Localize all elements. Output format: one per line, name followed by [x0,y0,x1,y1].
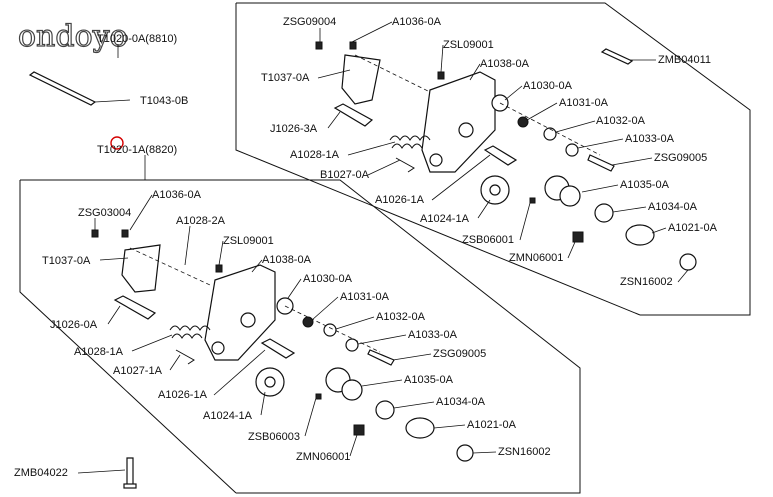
label-a1035-top: A1035-0A [620,179,670,191]
label-zsn16002-bottom: ZSN16002 [498,446,551,458]
top-parts [315,41,697,271]
label-a1034-bottom: A1034-0A [436,396,486,408]
label-zmn06001-top: ZMN06001 [509,252,563,264]
label-zsb06003: ZSB06003 [248,431,300,443]
highlight-circle [110,136,124,150]
label-b1027-top: B1027-0A [320,169,370,181]
label-t1043-0b: T1043-0B [140,95,188,107]
label-a1033-top: A1033-0A [625,133,675,145]
label-a1035-bottom: A1035-0A [404,374,454,386]
label-a1026-bottom: A1026-1A [158,389,208,401]
label-a1031-top: A1031-0A [559,97,609,109]
label-zmb04011: ZMB04011 [658,54,711,66]
label-a1024-top: A1024-1A [420,213,470,225]
label-zsg09005-top: ZSG09005 [654,152,707,164]
label-zsb06001-top: ZSB06001 [462,234,514,246]
label-a1034-top: A1034-0A [648,201,698,213]
label-a1027-bottom: A1027-1A [113,365,163,377]
label-j1026-top: J1026-3A [270,123,318,135]
label-zsg03004: ZSG03004 [78,207,131,219]
bottom-labels: T1020-1A(8820) A1036-0A ZSG03004 A1028-2… [14,144,551,479]
label-a1036-bottom: A1036-0A [152,189,202,201]
label-zmb04022: ZMB04022 [14,467,68,479]
label-a1038-bottom: A1038-0A [262,254,312,266]
label-j1026-bottom: J1026-0A [50,319,98,331]
label-a1024-bottom: A1024-1A [203,410,253,422]
label-zmn06001-bottom: ZMN06001 [296,451,350,463]
label-a1032-top: A1032-0A [596,115,646,127]
shaft-part [28,71,131,106]
label-a1032-bottom: A1032-0A [376,311,426,323]
label-a1033-bottom: A1033-0A [408,329,458,341]
label-t1037-top: T1037-0A [261,72,310,84]
label-a1026-top: A1026-1A [375,194,425,206]
label-a1030-bottom: A1030-0A [303,273,353,285]
bottom-assembly-frame [19,179,581,494]
label-a1028-1a-bottom: A1028-1A [74,346,124,358]
label-zsg09005-bottom: ZSG09005 [433,348,486,360]
label-a1036-top: A1036-0A [392,16,442,28]
top-labels: T1020-0A(8810) T1043-0B ZSG09004 A1036-0… [97,16,718,288]
label-a1031-bottom: A1031-0A [340,291,390,303]
label-zsn16002-top: ZSN16002 [620,276,673,288]
watermark-text: ondoyo [18,19,128,54]
top-assembly-frame [235,2,751,316]
bottom-parts [91,229,474,489]
label-a1030-top: A1030-0A [523,80,573,92]
label-a1038-top: A1038-0A [480,58,530,70]
label-zsl09001-top: ZSL09001 [443,39,494,51]
label-a1021-top: A1021-0A [668,222,718,234]
label-zsl09001-bottom: ZSL09001 [223,235,274,247]
label-zsg09004-top: ZSG09004 [283,16,336,28]
label-t1037-bottom: T1037-0A [42,255,91,267]
label-a1028-2a: A1028-2A [176,215,226,227]
label-t1020-1a: T1020-1A(8820) [97,144,177,156]
leader-lines [77,21,689,474]
label-a1028-top: A1028-1A [290,149,340,161]
label-a1021-bottom: A1021-0A [467,419,517,431]
label-t1020-0a: T1020-0A(8810) [97,33,177,45]
